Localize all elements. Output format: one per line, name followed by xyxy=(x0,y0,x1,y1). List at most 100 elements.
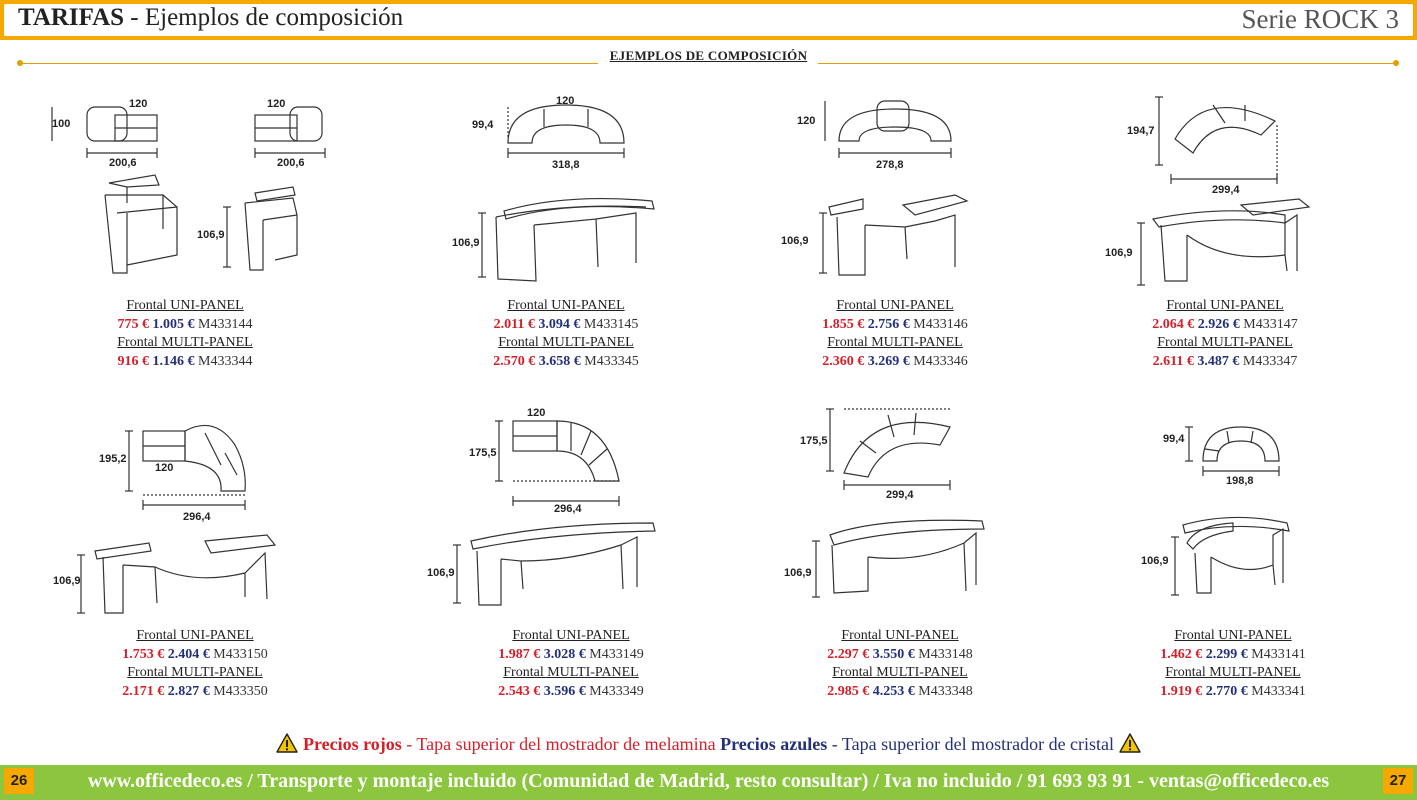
blue-price-legend-text: - Tapa superior del mostrador de cristal xyxy=(827,734,1115,754)
dim-width-label: 120 xyxy=(527,407,546,419)
blue-price: 2.299 € xyxy=(1205,646,1248,662)
dim-length-label: 299,4 xyxy=(1212,184,1240,196)
blue-price: 3.550 € xyxy=(872,646,915,662)
blue-price: 1.005 € xyxy=(152,316,195,332)
footer-bar: www.officedeco.es / Transporte y montaje… xyxy=(0,765,1417,800)
product-code: M433141 xyxy=(1251,646,1306,662)
dim-depth-label: 175,5 xyxy=(800,435,828,447)
product-code: M433145 xyxy=(583,316,639,332)
dim-length-label: 299,4 xyxy=(886,489,914,501)
dim-depth-label: 175,5 xyxy=(469,447,497,459)
multi-panel-label: Frontal MULTI-PANEL xyxy=(832,665,968,680)
composition-item: 99,4 198,8 106,9 Frontal UNI-PANEL 1.462… xyxy=(1083,405,1383,705)
multi-panel-label: Frontal MULTI-PANEL xyxy=(1165,665,1301,680)
dim-length-label: 296,4 xyxy=(554,503,582,515)
section-line-dot-right xyxy=(1393,60,1399,66)
composition-drawing xyxy=(51,106,326,274)
red-price: 2.171 € xyxy=(122,683,165,699)
product-code: M433347 xyxy=(1242,353,1298,369)
multi-panel-label: Frontal MULTI-PANEL xyxy=(498,335,634,350)
dim-width-label: 120 xyxy=(556,95,575,107)
dim-depth-label: 194,7 xyxy=(1127,125,1155,137)
dim-height-label: 106,9 xyxy=(784,567,812,579)
uni-panel-label: Frontal UNI-PANEL xyxy=(126,298,244,313)
uni-panel-label: Frontal UNI-PANEL xyxy=(836,298,954,313)
blue-price: 3.596 € xyxy=(543,683,586,699)
red-price: 2.064 € xyxy=(1152,316,1195,332)
composition-drawing xyxy=(1171,426,1290,596)
product-code: M433346 xyxy=(913,353,968,369)
dim-length-label: 200,6 xyxy=(277,157,305,169)
product-code: M433149 xyxy=(589,646,644,662)
red-price: 2.985 € xyxy=(827,683,870,699)
dim-width-label: 120 xyxy=(267,98,286,110)
dim-length-label: 296,4 xyxy=(183,511,211,523)
red-price: 1.855 € xyxy=(822,316,865,332)
red-price-legend-label: Precios rojos xyxy=(302,734,402,754)
warning-icon xyxy=(276,733,299,753)
blue-price: 2.770 € xyxy=(1205,683,1248,699)
composition-item: 120 99,4 318,8 106,9 Frontal UNI-PANEL 2… xyxy=(416,95,716,375)
dim-length-label: 278,8 xyxy=(876,159,904,171)
multi-panel-label: Frontal MULTI-PANEL xyxy=(127,665,263,680)
product-code: M433148 xyxy=(918,646,973,662)
red-price: 2.360 € xyxy=(822,353,865,369)
multi-panel-label: Frontal MULTI-PANEL xyxy=(1157,335,1293,350)
blue-price: 3.658 € xyxy=(538,353,581,369)
uni-panel-label: Frontal UNI-PANEL xyxy=(512,628,630,643)
price-caption: Frontal UNI-PANEL 2.297 € 3.550 € M43314… xyxy=(750,627,1050,701)
composition-item: 120 175,5 296,4 106,9 Frontal UNI-PANEL … xyxy=(421,405,721,705)
dim-length-label: 200,6 xyxy=(109,157,137,169)
red-price-legend-text: - Tapa superior del mostrador de melamin… xyxy=(401,734,721,754)
price-caption: Frontal UNI-PANEL 1.855 € 2.756 € M43314… xyxy=(745,297,1045,371)
dim-height-label: 106,9 xyxy=(1105,247,1133,259)
header-bar xyxy=(0,0,1417,40)
composition-item: 120 100 200,6 120 200,6 106,9 Frontal UN… xyxy=(35,95,335,375)
red-price: 2.611 € xyxy=(1152,353,1194,369)
dim-height-label: 106,9 xyxy=(197,229,225,241)
page-number-right: 27 xyxy=(1383,768,1413,794)
uni-panel-label: Frontal UNI-PANEL xyxy=(1166,298,1284,313)
red-price: 1.987 € xyxy=(498,646,541,662)
price-caption: Frontal UNI-PANEL 1.987 € 3.028 € M43314… xyxy=(421,627,721,701)
product-code: M433348 xyxy=(918,683,973,699)
series-title: Serie ROCK 3 xyxy=(1241,4,1400,34)
product-code: M433344 xyxy=(198,353,253,369)
product-code: M433349 xyxy=(589,683,644,699)
dim-depth-label: 100 xyxy=(52,118,71,130)
price-caption: Frontal UNI-PANEL 775 € 1.005 € M433144 … xyxy=(35,297,335,371)
section-title: EJEMPLOS DE COMPOSICIÓN xyxy=(609,48,808,63)
product-code: M433345 xyxy=(584,353,639,369)
footer-contact-text: www.officedeco.es / Transporte y montaje… xyxy=(87,770,1330,792)
dim-width-label: 120 xyxy=(129,98,148,110)
dim-depth-label: 120 xyxy=(797,115,816,127)
product-code: M433150 xyxy=(213,646,268,662)
blue-price: 2.756 € xyxy=(867,316,910,332)
dim-length-label: 318,8 xyxy=(552,159,580,171)
blue-price: 3.269 € xyxy=(867,353,910,369)
blue-price: 3.487 € xyxy=(1197,353,1240,369)
multi-panel-label: Frontal MULTI-PANEL xyxy=(827,335,963,350)
composition-item: 175,5 299,4 106,9 Frontal UNI-PANEL 2.29… xyxy=(750,405,1050,705)
red-price: 1.462 € xyxy=(1160,646,1203,662)
product-code: M433147 xyxy=(1243,316,1298,332)
composition-drawing xyxy=(453,420,656,606)
product-code: M433341 xyxy=(1251,683,1306,699)
composition-drawing xyxy=(77,424,277,614)
red-price: 2.011 € xyxy=(493,316,535,332)
red-price: 2.570 € xyxy=(493,353,536,369)
dim-height-label: 106,9 xyxy=(781,235,809,247)
red-price: 775 € xyxy=(117,316,150,332)
product-code: M433146 xyxy=(913,316,968,332)
red-price: 2.297 € xyxy=(827,646,870,662)
section-line-left xyxy=(20,63,598,64)
uni-panel-label: Frontal UNI-PANEL xyxy=(507,298,625,313)
red-price: 2.543 € xyxy=(498,683,541,699)
blue-price: 4.253 € xyxy=(872,683,915,699)
dim-depth-label: 195,2 xyxy=(99,453,127,465)
price-caption: Frontal UNI-PANEL 2.011 € 3.094 € M43314… xyxy=(416,297,716,371)
price-legend: Precios rojos - Tapa superior del mostra… xyxy=(0,733,1417,755)
price-caption: Frontal UNI-PANEL 1.753 € 2.404 € M43315… xyxy=(45,627,345,701)
price-caption: Frontal UNI-PANEL 1.462 € 2.299 € M43314… xyxy=(1083,627,1383,701)
section-line-right xyxy=(818,63,1396,64)
